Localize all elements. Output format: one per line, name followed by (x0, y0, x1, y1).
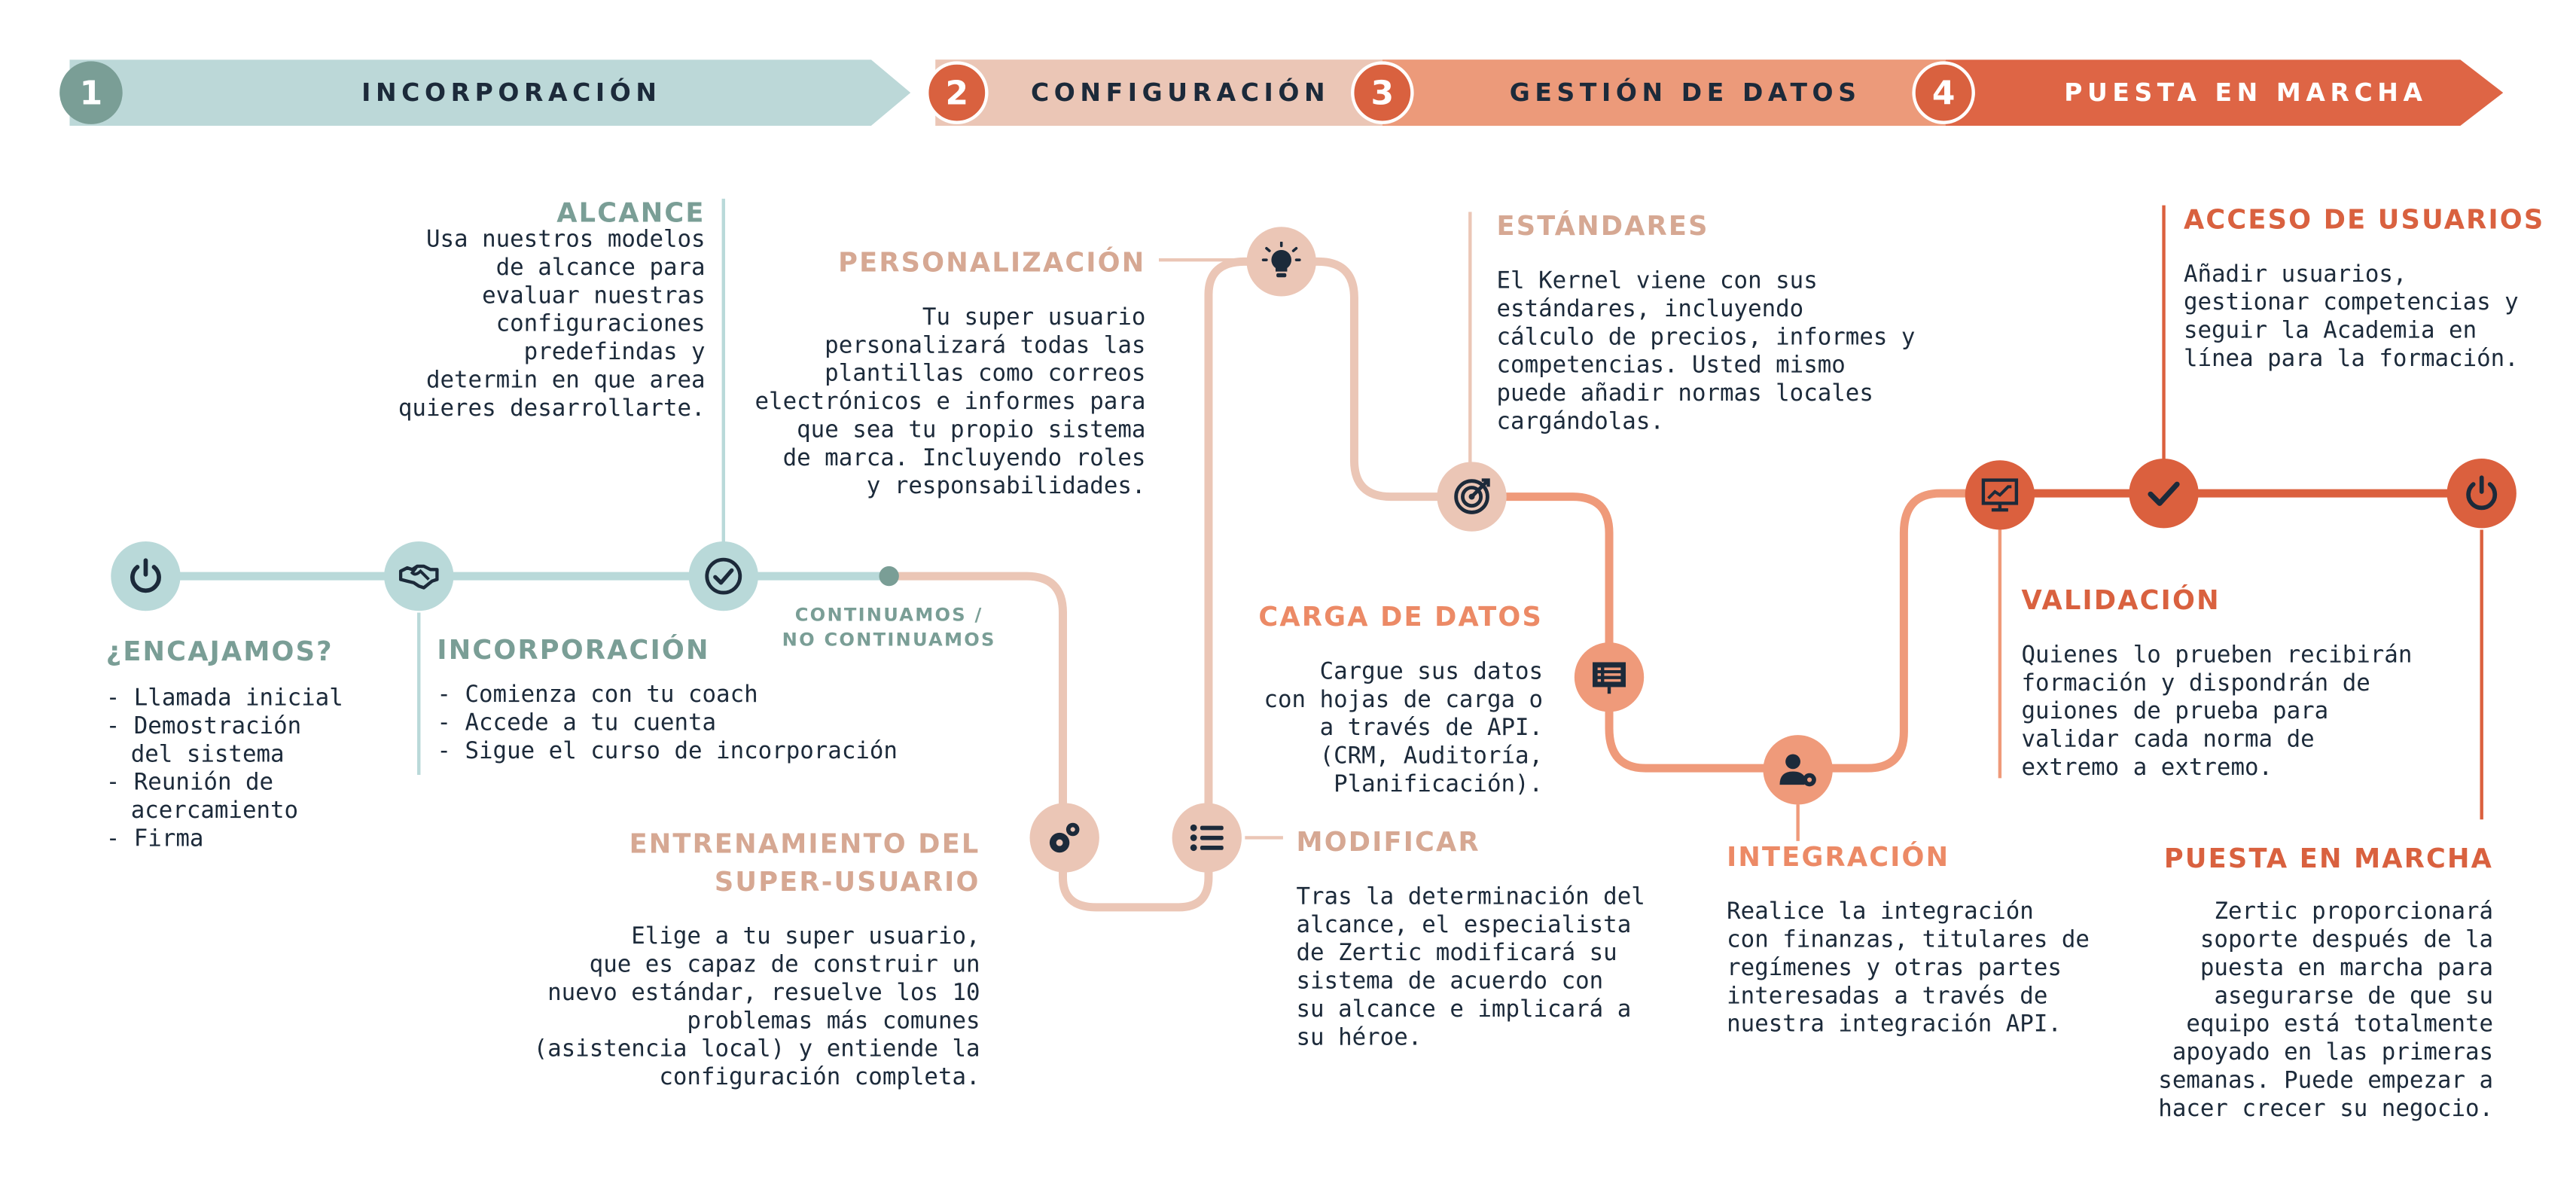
list-item: Llamada inicial (106, 685, 371, 713)
phase-banner-2: CONFIGURACIÓN (935, 59, 1383, 127)
integracion-text: Realice la integración con finanzas, tit… (1727, 898, 2090, 1038)
continuamos-label: CONTINUAMOS / NO CONTINUAMOS (782, 604, 996, 651)
lightbulb-icon (1246, 227, 1316, 297)
power-icon (111, 541, 181, 611)
phase-banner-4: PUESTA EN MARCHA (1945, 59, 2504, 127)
entrenamiento-title-line1: ENTRENAMIENTO DEL (629, 828, 980, 860)
chart-monitor-icon (1965, 460, 2035, 530)
phase-number-1: 1 (59, 61, 123, 124)
estandares-title: ESTÁNDARES (1496, 210, 1709, 242)
gears-icon (1029, 803, 1099, 873)
puesta-title: PUESTA EN MARCHA (2163, 843, 2494, 874)
personalizacion-text: Tu super usuario personalizará todas las… (755, 304, 1146, 500)
alcance-title: ALCANCE (556, 197, 706, 229)
phase-banner-3: GESTIÓN DE DATOS (1382, 59, 1946, 127)
estandares-text: El Kernel viene con sus estándares, incl… (1496, 268, 1916, 436)
encajamos-list: Llamada inicial Demostración del sistema… (106, 685, 371, 854)
target-icon (1437, 462, 1507, 532)
phase-number-3: 3 (1351, 61, 1414, 124)
list-item: Sigue el curso de incorporación (437, 739, 934, 767)
entrenamiento-text: Elige a tu super usuario, que es capaz d… (533, 923, 980, 1091)
incorporacion-list: Comienza con tu coach Accede a tu cuenta… (437, 682, 934, 767)
list-icon (1172, 803, 1242, 873)
list-item: Firma (106, 826, 371, 854)
checkmark-icon (2129, 459, 2199, 529)
personalizacion-title: PERSONALIZACIÓN (838, 246, 1146, 279)
entrenamiento-title-line2: SUPER-USUARIO (714, 865, 980, 898)
incorporacion-title: INCORPORACIÓN (437, 634, 710, 666)
validacion-text: Quienes lo prueben recibirán formación y… (2021, 642, 2413, 782)
carga-text: Cargue sus datos con hojas de carga o a … (1264, 659, 1544, 798)
encajamos-title: ¿ENCAJAMOS? (105, 636, 334, 668)
phase-banner-1: INCORPORACIÓN (69, 59, 911, 127)
acceso-text: Añadir usuarios, gestionar competencias … (2183, 261, 2519, 373)
modificar-text: Tras la determinación del alcance, el es… (1296, 884, 1645, 1052)
user-gear-icon (1763, 735, 1833, 805)
phase-label-4: PUESTA EN MARCHA (2064, 78, 2428, 108)
carga-title: CARGA DE DATOS (1258, 601, 1544, 633)
list-item: Demostración del sistema (106, 714, 371, 770)
phase-label-3: GESTIÓN DE DATOS (1509, 78, 1861, 108)
phase-label-2: CONFIGURACIÓN (1030, 78, 1331, 108)
list-item: Reunión de acercamiento (106, 770, 371, 826)
handshake-icon (384, 541, 454, 611)
list-item: Comienza con tu coach (437, 682, 934, 710)
modificar-title: MODIFICAR (1296, 826, 1480, 858)
presentation-board-icon (1574, 642, 1645, 712)
validacion-title: VALIDACIÓN (2021, 584, 2221, 616)
list-item: Accede a tu cuenta (437, 710, 934, 738)
entrenamiento-title: ENTRENAMIENTO DEL SUPER-USUARIO (630, 828, 980, 897)
alcance-text: Usa nuestros modelos de alcance para eva… (398, 227, 706, 422)
power-icon (2446, 459, 2517, 529)
puesta-text: Zertic proporcionará soporte después de … (2158, 898, 2494, 1123)
phase-number-2: 2 (925, 61, 989, 124)
integracion-title: INTEGRACIÓN (1727, 840, 1950, 873)
phase-number-4: 4 (1912, 61, 1975, 124)
acceso-title: ACCESO DE USUARIOS (2183, 203, 2545, 236)
check-circle-icon (688, 541, 758, 611)
phase-label-1: INCORPORACIÓN (361, 78, 662, 108)
